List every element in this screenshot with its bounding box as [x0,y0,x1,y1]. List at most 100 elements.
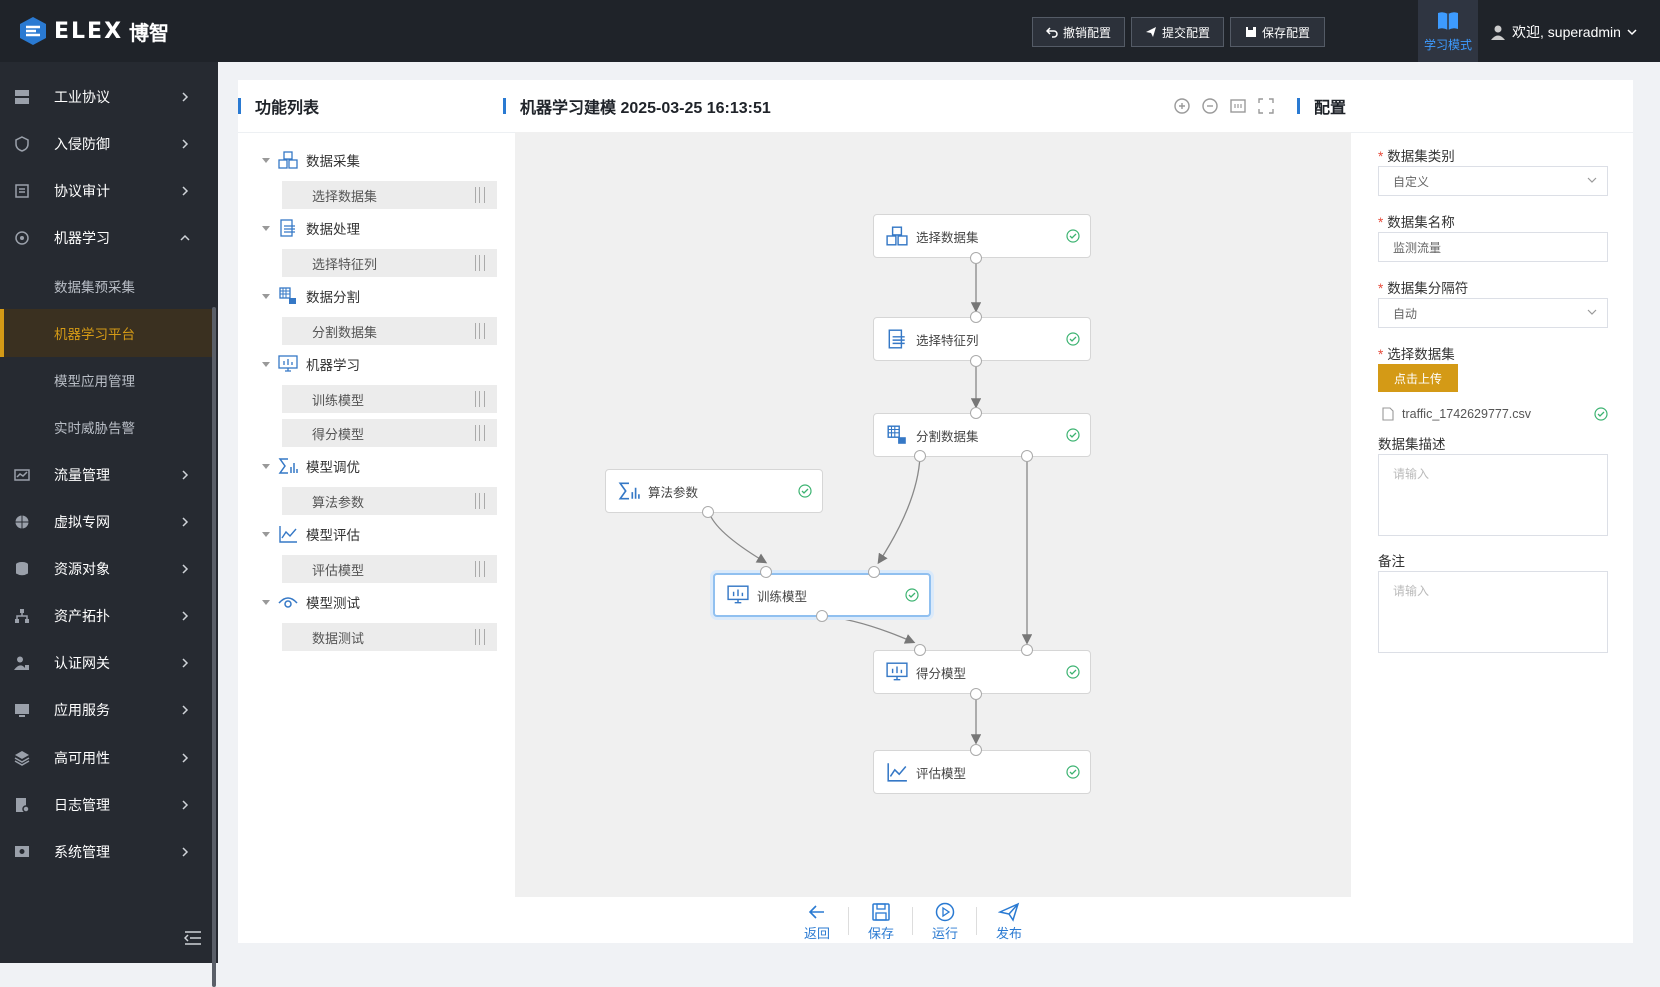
fl-item-eval-model[interactable]: 评估模型 [282,555,497,583]
sidebar-sub-dataset-precollect[interactable]: 数据集预采集 [0,262,212,310]
fl-item-score-model[interactable]: 得分模型 [282,419,497,447]
input-port[interactable] [868,566,880,578]
drag-handle-icon[interactable] [475,323,485,339]
flow-canvas[interactable]: 选择数据集 选择特征列 分割数据集 算法参数 训练模型 得分模型 [515,132,1351,897]
fullscreen-icon[interactable] [1257,97,1275,115]
learn-mode-button[interactable]: 学习模式 [1418,0,1478,62]
sidebar-item-protocol-audit[interactable]: 协议审计 [0,167,212,215]
output-port[interactable] [970,688,982,700]
fl-item-data-test[interactable]: 数据测试 [282,623,497,651]
sidebar-item-traffic-manage[interactable]: 流量管理 [0,451,212,499]
run-button[interactable]: 运行 [925,901,965,942]
description-textarea[interactable]: 请输入 [1378,454,1608,536]
sidebar-item-machine-learning[interactable]: 机器学习 [0,214,212,262]
node-split-dataset[interactable]: 分割数据集 [873,413,1091,457]
node-select-dataset[interactable]: 选择数据集 [873,214,1091,258]
node-select-features[interactable]: 选择特征列 [873,317,1091,361]
drag-handle-icon[interactable] [475,425,485,441]
input-port[interactable] [1021,644,1033,656]
drag-handle-icon[interactable] [475,391,485,407]
output-port[interactable] [914,450,926,462]
sidebar-scrollbar[interactable] [212,307,216,987]
fl-item-split-dataset[interactable]: 分割数据集 [282,317,497,345]
file-list-icon [888,329,905,349]
chevron-right-icon [182,139,189,149]
output-port[interactable] [816,610,828,622]
save-button[interactable]: 保存 [861,901,901,942]
dataset-name-value: 监测流量 [1393,240,1442,255]
dataset-name-input[interactable]: 监测流量 [1378,232,1608,262]
grid-split-icon [279,287,296,304]
fl-item-select-features[interactable]: 选择特征列 [282,249,497,277]
fl-group-model-tuning[interactable]: 模型调优 [262,451,360,481]
zoom-in-icon[interactable] [1173,97,1191,115]
shield-icon [15,136,29,152]
dataset-type-select[interactable]: 自定义 [1378,166,1608,196]
monitor-chart-icon [278,355,298,372]
output-port[interactable] [702,506,714,518]
drag-handle-icon[interactable] [475,493,485,509]
sidebar-item-high-availability[interactable]: 高可用性 [0,734,212,782]
fit-view-icon[interactable] [1229,97,1247,115]
sidebar-item-app-service[interactable]: 应用服务 [0,686,212,734]
fl-group-model-test[interactable]: 模型测试 [262,587,360,617]
input-port[interactable] [760,566,772,578]
node-label: 算法参数 [648,485,699,500]
separator-value: 自动 [1393,306,1418,321]
output-port[interactable] [1021,450,1033,462]
remark-textarea[interactable]: 请输入 [1378,571,1608,653]
sidebar-item-log-manage[interactable]: 日志管理 [0,781,212,829]
input-port[interactable] [970,407,982,419]
save-config-button[interactable]: 保存配置 [1230,17,1325,47]
sidebar-item-resource-object[interactable]: 资源对象 [0,545,212,593]
menu-collapse-icon[interactable] [184,930,202,946]
dataset-type-label: *数据集类别 [1378,149,1455,164]
fl-group-data-split[interactable]: 数据分割 [262,281,360,311]
sidebar-sub-ml-platform[interactable]: 机器学习平台 [0,309,212,357]
publish-button[interactable]: 发布 [989,901,1029,942]
input-port[interactable] [914,644,926,656]
revert-config-button[interactable]: 撤销配置 [1032,17,1125,47]
submit-config-button[interactable]: 提交配置 [1131,17,1224,47]
fl-group-data-process[interactable]: 数据处理 [262,213,360,243]
node-score-model[interactable]: 得分模型 [873,650,1091,694]
drag-handle-icon[interactable] [475,255,485,271]
fl-item-algo-params[interactable]: 算法参数 [282,487,497,515]
sidebar-item-system-manage[interactable]: 系统管理 [0,828,212,876]
sidebar-sub-model-app-manage[interactable]: 模型应用管理 [0,356,212,404]
input-port[interactable] [970,311,982,323]
separator-select[interactable]: 自动 [1378,298,1608,328]
fl-group-model-eval[interactable]: 模型评估 [262,519,360,549]
caret-down-icon [262,157,270,163]
input-port[interactable] [970,744,982,756]
drag-handle-icon[interactable] [475,629,485,645]
sidebar-item-industrial-protocol[interactable]: 工业协议 [0,73,212,121]
output-port[interactable] [970,252,982,264]
user-menu[interactable]: 欢迎, superadmin [1490,22,1637,42]
zoom-out-icon[interactable] [1201,97,1219,115]
fl-group-machine-learning[interactable]: 机器学习 [262,349,360,379]
caret-down-icon [262,599,270,605]
sidebar-sub-realtime-alert[interactable]: 实时威胁告警 [0,403,212,451]
chevron-down-icon [1587,177,1597,183]
logo: ELEX 博智 [18,14,169,48]
upload-button[interactable]: 点击上传 [1378,364,1458,392]
sidebar-item-asset-topology[interactable]: 资产拓扑 [0,592,212,640]
node-algo-params[interactable]: 算法参数 [605,469,823,513]
sidebar-item-auth-gateway[interactable]: 认证网关 [0,639,212,687]
fl-item-train-model[interactable]: 训练模型 [282,385,497,413]
node-train-model[interactable]: 训练模型 [713,573,931,617]
check-circle-icon [1066,428,1080,442]
output-port[interactable] [970,355,982,367]
layers-icon [14,751,30,766]
uploaded-file[interactable]: traffic_1742629777.csv [1382,404,1608,424]
fl-group-data-collect[interactable]: 数据采集 [262,145,360,175]
sidebar-item-vpn[interactable]: 虚拟专网 [0,498,212,546]
node-eval-model[interactable]: 评估模型 [873,750,1091,794]
drag-handle-icon[interactable] [475,187,485,203]
drag-handle-icon[interactable] [475,561,485,577]
sidebar-item-intrusion-prevention[interactable]: 入侵防御 [0,120,212,168]
fl-item-select-dataset[interactable]: 选择数据集 [282,181,497,209]
back-button[interactable]: 返回 [797,901,837,942]
check-circle-icon [798,484,812,498]
